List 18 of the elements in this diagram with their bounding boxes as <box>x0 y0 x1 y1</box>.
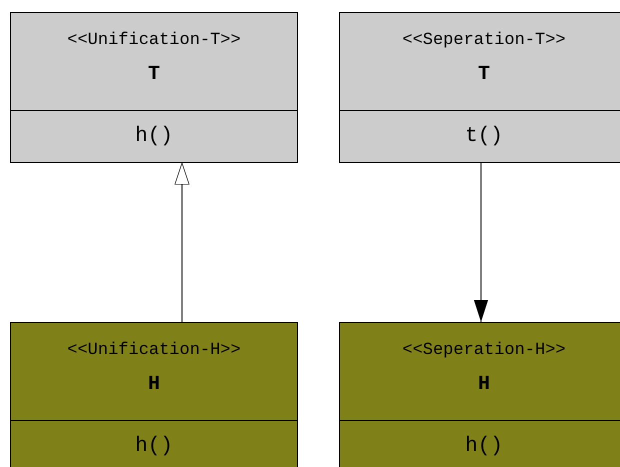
method-label: h() <box>11 110 297 161</box>
class-name: T <box>476 63 491 86</box>
stereotype-label: <<Seperation-H>> <box>401 341 567 360</box>
class-box <box>10 12 298 163</box>
stereotype-label: <<Unification-H>> <box>66 341 242 360</box>
method-label: t() <box>340 110 620 161</box>
class-box <box>10 322 298 467</box>
class-name: T <box>146 63 161 86</box>
class-name: H <box>476 373 491 396</box>
stereotype-label: <<Unification-T>> <box>66 31 242 50</box>
class-box <box>339 12 620 163</box>
inheritance-arrow <box>174 162 190 322</box>
class-name: H <box>146 373 161 396</box>
stereotype-label: <<Seperation-T>> <box>401 31 567 50</box>
method-label: h() <box>340 420 620 467</box>
method-label: h() <box>11 420 297 467</box>
association-arrow <box>474 162 488 322</box>
class-box <box>339 322 620 467</box>
